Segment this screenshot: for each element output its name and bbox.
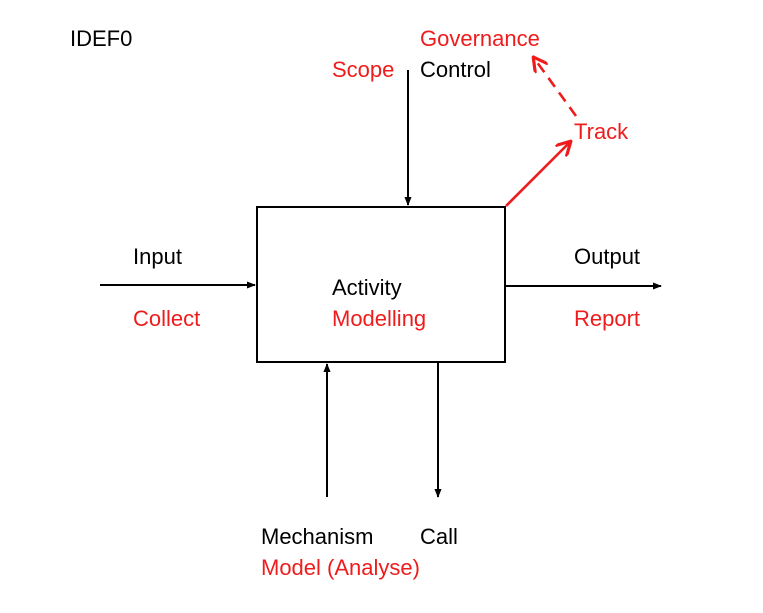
report-label: Report [574, 306, 641, 331]
modelling-label: Modelling [332, 306, 427, 331]
track-label: Track [574, 119, 629, 144]
control-label: Control [420, 57, 491, 82]
mechanism-label: Mechanism [261, 524, 374, 549]
scope-label: Scope [332, 57, 395, 82]
governance-label: Governance [420, 26, 540, 51]
collect-label: Collect [133, 306, 201, 331]
activity-label: Activity [332, 275, 402, 300]
activity-box [256, 206, 506, 363]
model-analyse-label: Model (Analyse) [261, 555, 420, 580]
track-arrow [505, 142, 570, 207]
diagram-title: IDEF0 [70, 26, 133, 51]
output-label: Output [574, 244, 641, 269]
governance-arrow [534, 58, 578, 117]
call-label: Call [420, 524, 458, 549]
input-label: Input [133, 244, 182, 269]
